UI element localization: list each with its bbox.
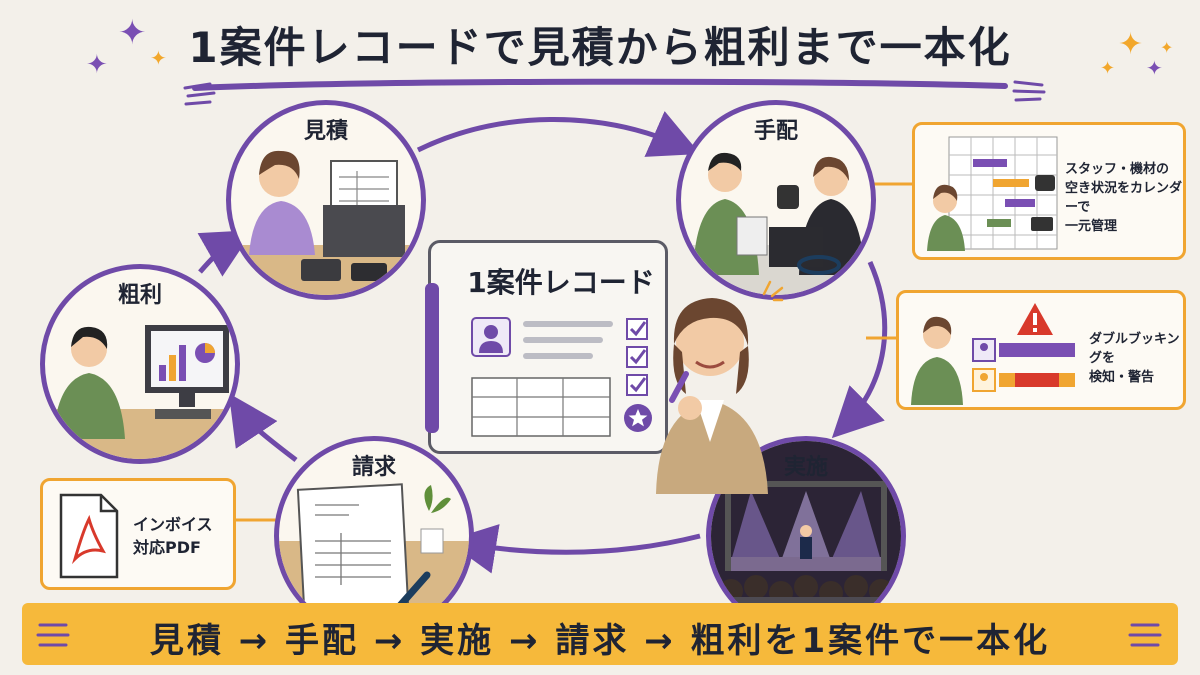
arrangement-scene-illustration: [681, 152, 871, 295]
stage-label: 粗利: [117, 283, 162, 308]
callout-invoice-pdf: インボイス 対応PDF: [40, 478, 236, 590]
stage-label: 見積: [303, 119, 348, 144]
callout-calendar-line2: 空き状況をカレンダーで: [1065, 180, 1183, 215]
summary-banner-text: 見積 → 手配 → 実施 → 請求 → 粗利を1案件で一本化: [149, 621, 1051, 661]
calendar-schedule-illustration: [927, 136, 1058, 251]
gross-profit-scene-illustration: [45, 325, 235, 459]
sparkle-icon: ✦: [118, 13, 147, 53]
arrow-arari-to-mitsumori: [197, 230, 254, 277]
stage-tehai: 手配: [676, 100, 876, 300]
estimate-scene-illustration: [231, 150, 421, 295]
pdf-file-icon: [59, 493, 119, 579]
stage-label: 請求: [351, 455, 396, 480]
arrow-tehai-to-jisshi: [831, 260, 888, 439]
callout-calendar-line1: スタッフ・機材の: [1065, 162, 1170, 177]
sparkle-icon: ✦: [1146, 56, 1163, 80]
callout-double-booking-line1: ダブルブッキングを: [1089, 332, 1180, 366]
double-booking-illustration: [911, 303, 1075, 405]
binder-tab: [425, 283, 439, 433]
callout-invoice-line2: 対応PDF: [133, 538, 201, 558]
sparkle-lines-icon: [762, 280, 784, 302]
sparkle-icon: ✦: [150, 46, 167, 70]
arrow-jisshi-to-seikyu: [446, 524, 701, 574]
underline-flourish-left: [183, 82, 216, 106]
stage-mitsumori: 見積: [226, 100, 426, 300]
arrow-seikyu-to-arari: [228, 393, 298, 462]
title-underline: [192, 78, 1008, 91]
sparkle-icon: ✦: [1160, 38, 1174, 57]
stage-label: 実施: [783, 455, 828, 480]
callout-calendar: スタッフ・機材の 空き状況をカレンダーで 一元管理: [912, 122, 1186, 260]
summary-banner: 見積 → 手配 → 実施 → 請求 → 粗利を1案件で一本化: [22, 603, 1178, 665]
sparkle-icon: ✦: [1100, 58, 1116, 79]
presenter-illustration: [656, 298, 768, 494]
checklist-icon: [626, 318, 648, 396]
arrow-mitsumori-to-tehai: [416, 111, 701, 157]
stage-arari: 粗利: [40, 264, 240, 464]
callout-calendar-line3: 一元管理: [1065, 218, 1118, 234]
person-icon: [471, 317, 511, 357]
underline-flourish-right: [1012, 80, 1046, 102]
record-card-title: 1案件レコード: [467, 266, 655, 299]
page-title: 1案件レコードで見積から粗利まで一本化: [188, 23, 1012, 72]
stage-label: 手配: [753, 119, 798, 144]
banner-flourish-right: [1128, 623, 1162, 647]
callout-double-booking: ダブルブッキングを 検知・警告: [896, 290, 1186, 410]
case-record-card: 1案件レコード: [425, 240, 668, 454]
record-table-graphic: [471, 377, 611, 437]
sparkle-icon: ✦: [86, 50, 108, 80]
star-badge-icon: [624, 404, 652, 432]
callout-invoice-line1: インボイス: [133, 515, 213, 534]
stage-jisshi: 実施: [706, 436, 906, 636]
banner-flourish-left: [36, 623, 70, 647]
sparkle-icon: ✦: [1118, 27, 1144, 62]
callout-double-booking-line2: 検知・警告: [1089, 369, 1155, 385]
